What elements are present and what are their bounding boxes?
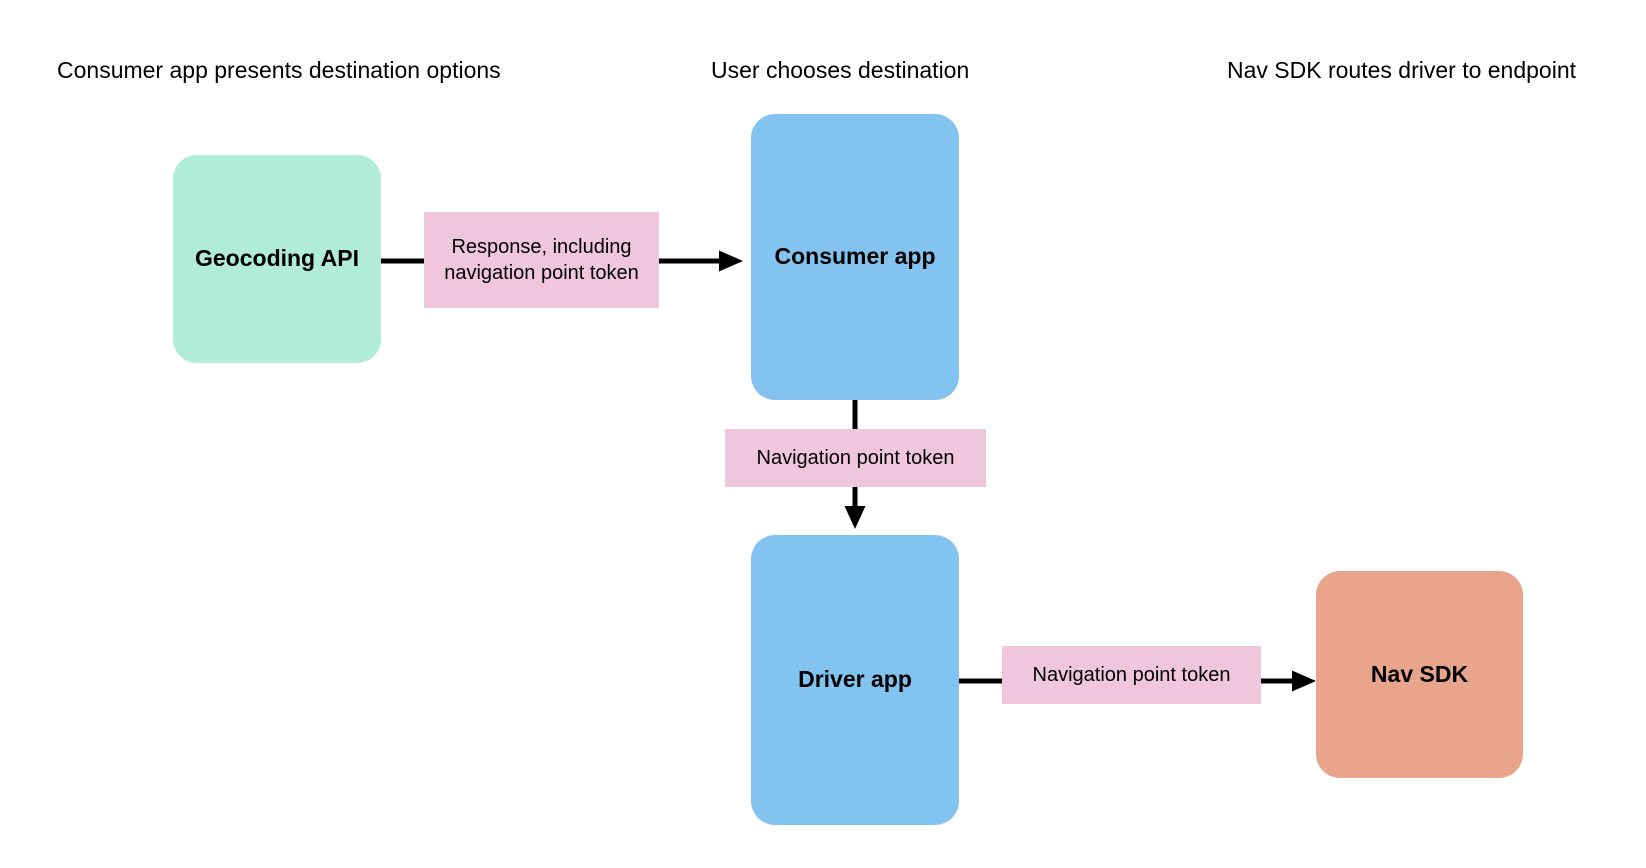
node-geocoding-api[interactable]: Geocoding API [173, 155, 381, 363]
node-consumer-app-label: Consumer app [774, 243, 936, 270]
edge-label-geocoding-to-consumer: Response, including navigation point tok… [424, 212, 659, 308]
node-nav-sdk-label: Nav SDK [1370, 660, 1469, 687]
edge-label-driver-to-navsdk-text: Navigation point token [1032, 663, 1231, 686]
edge-label-driver-to-navsdk: Navigation point token [1002, 646, 1261, 704]
column-header-nav-sdk-routes-driver: Nav SDK routes driver to endpoint [1227, 57, 1577, 83]
node-consumer-app[interactable]: Consumer app [751, 114, 959, 400]
edge-label-consumer-to-driver: Navigation point token [725, 429, 986, 487]
node-geocoding-api-label: Geocoding API [195, 245, 359, 272]
column-header-consumer-app-presents: Consumer app presents destination option… [57, 57, 501, 83]
column-header-user-chooses-destination: User chooses destination [711, 57, 970, 83]
edge-label-consumer-to-driver-text: Navigation point token [756, 446, 955, 469]
node-driver-app[interactable]: Driver app [751, 535, 959, 825]
edge-label-geocoding-to-consumer-text: Response, including navigation point tok… [444, 235, 639, 284]
node-nav-sdk[interactable]: Nav SDK [1316, 571, 1523, 778]
node-driver-app-label: Driver app [798, 666, 912, 693]
